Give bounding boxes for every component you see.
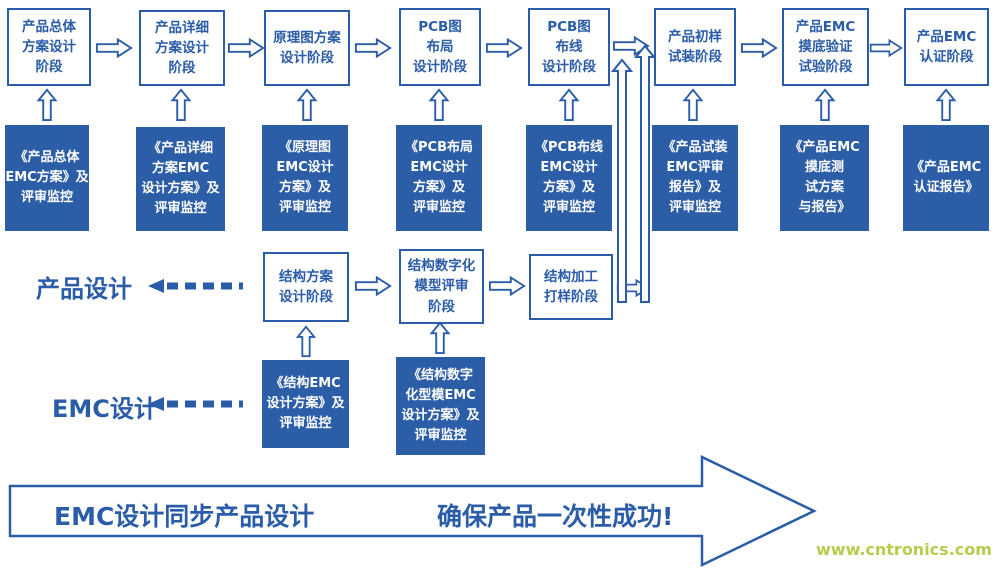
up-block-arrow-icon <box>681 88 705 122</box>
emc-doc-box: 《产品详细 方案EMC 设计方案》及 评审监控 <box>136 127 225 231</box>
up-block-arrow-icon <box>427 88 451 122</box>
tall-up-block-arrow-icon <box>633 44 657 303</box>
right-block-arrow-icon <box>354 36 392 60</box>
up-block-arrow-icon <box>169 88 193 122</box>
stage-box: 产品详细 方案设计 阶段 <box>139 10 225 86</box>
stage-box: 原理图方案 设计阶段 <box>264 10 350 86</box>
up-block-arrow-icon <box>557 88 581 122</box>
emc-doc-box: 《PCB布线 EMC设计 方案》及 评审监控 <box>526 125 612 231</box>
banner-right-arrow <box>8 455 818 569</box>
tall-up-block-arrow-icon <box>610 58 634 303</box>
stage-box: 产品初样 试装阶段 <box>654 8 736 86</box>
emc-design-label: EMC设计 <box>52 395 158 423</box>
stage-box: 产品总体 方案设计 阶段 <box>7 8 91 86</box>
structure-stage-box: 结构加工 打样阶段 <box>529 254 613 320</box>
structure-doc-box: 《结构数字 化型模EMC 设计方案》及 评审监控 <box>396 357 485 455</box>
stage-box: 产品EMC 摸底验证 试验阶段 <box>782 8 869 86</box>
up-block-arrow-icon <box>428 321 452 355</box>
watermark-text: www.cntronics.com <box>816 540 992 559</box>
right-block-arrow-icon <box>227 36 265 60</box>
up-block-arrow-icon <box>35 88 59 122</box>
product-design-label: 产品设计 <box>36 275 132 303</box>
structure-doc-box: 《结构EMC 设计方案》及 评审监控 <box>262 360 349 448</box>
stage-box: PCB图 布局 设计阶段 <box>399 8 481 86</box>
banner-left-text: EMC设计同步产品设计 <box>54 502 315 531</box>
emc-doc-box: 《产品总体 EMC方案》及 评审监控 <box>5 125 89 231</box>
right-block-arrow-icon <box>869 36 903 60</box>
emc-doc-box: 《PCB布局 EMC设计 方案》及 评审监控 <box>396 125 482 231</box>
right-block-arrow-icon <box>485 36 523 60</box>
up-block-arrow-icon <box>295 88 319 122</box>
right-block-arrow-icon <box>354 274 392 298</box>
structure-stage-box: 结构方案 设计阶段 <box>263 252 349 322</box>
emc-doc-box: 《原理图 EMC设计 方案》及 评审监控 <box>262 125 348 231</box>
emc-doc-box: 《产品试装 EMC评审 报告》及 评审监控 <box>652 125 738 231</box>
up-block-arrow-icon <box>934 88 958 122</box>
stage-box: PCB图 布线 设计阶段 <box>528 8 610 86</box>
up-block-arrow-icon <box>294 325 318 358</box>
dashed-left-arrow-icon <box>148 278 243 294</box>
stage-box: 产品EMC 认证阶段 <box>904 8 989 86</box>
emc-doc-box: 《产品EMC 认证报告》 <box>903 125 989 231</box>
right-block-arrow-icon <box>740 36 778 60</box>
up-block-arrow-icon <box>813 88 837 122</box>
banner-right-text: 确保产品一次性成功! <box>437 502 674 531</box>
structure-stage-box: 结构数字化 模型评审 阶段 <box>399 249 484 324</box>
emc-doc-box: 《产品EMC 摸底测 试方案 与报告》 <box>780 125 869 231</box>
dashed-left-arrow-icon <box>148 396 243 412</box>
right-block-arrow-icon <box>488 274 526 298</box>
right-block-arrow-icon <box>95 36 133 60</box>
